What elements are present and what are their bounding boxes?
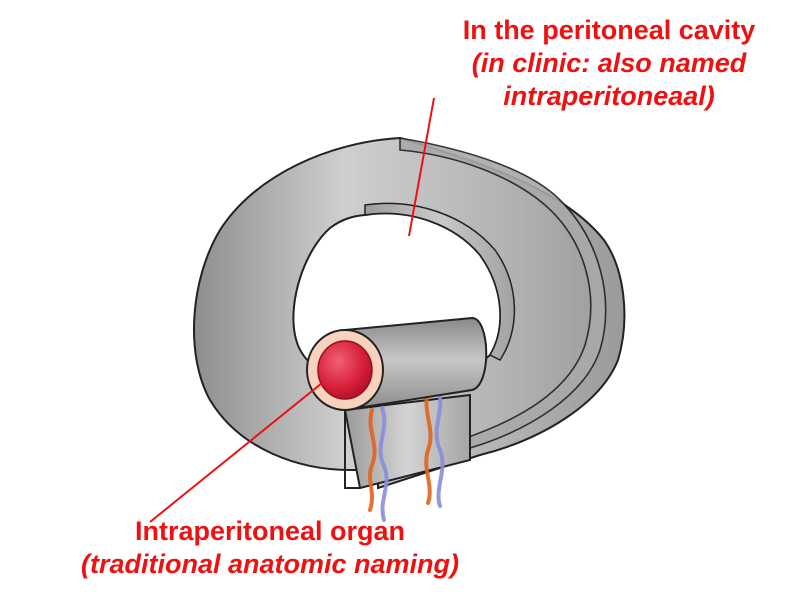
mesentery: [343, 393, 471, 490]
cavity-pointer-line: [408, 97, 435, 237]
organ-label-title: Intraperitoneal organ: [134, 516, 406, 546]
cavity-inner-wall: [364, 202, 516, 361]
organ-label: Intraperitoneal organ (traditional anato…: [40, 515, 500, 581]
cavity-label-note-1: (in clinic: also named: [471, 47, 747, 78]
vein-right: [434, 388, 445, 508]
cavity-label-title: In the peritoneal cavity: [462, 15, 756, 45]
organ-cross-section: [306, 329, 384, 411]
artery-right: [424, 390, 433, 505]
artery-left: [368, 408, 377, 512]
mesentery-root: [344, 410, 360, 489]
cavity-label: In the peritoneal cavity (in clinic: als…: [420, 14, 797, 113]
vein-left: [378, 406, 389, 522]
organ-label-note: (traditional anatomic naming): [80, 548, 460, 579]
cavity-label-note-2: intraperitoneaal): [503, 80, 715, 111]
organ-pointer-line: [149, 382, 323, 523]
